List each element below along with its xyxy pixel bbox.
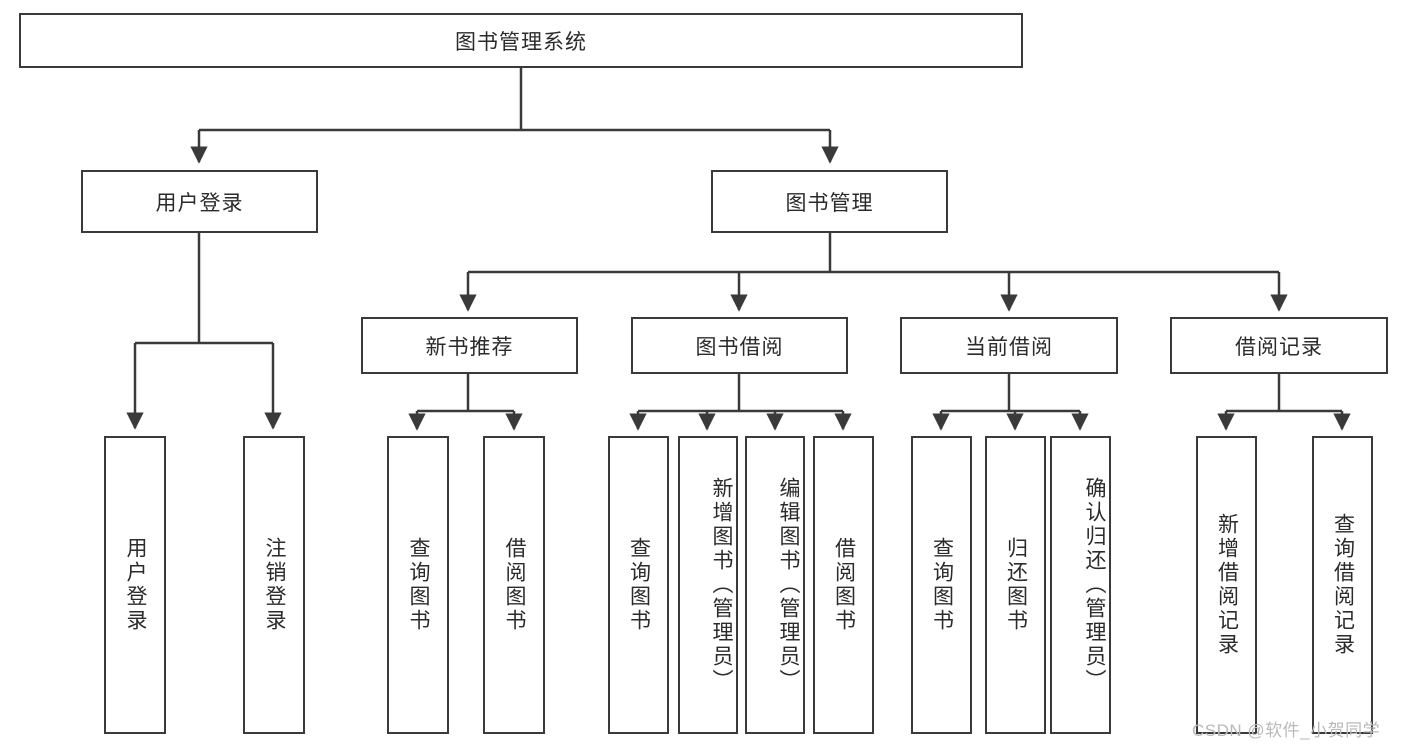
leaf-borrow-book-recommend[interactable]: 借阅图书	[483, 436, 545, 734]
leaf-query-book-recommend[interactable]: 查询图书	[387, 436, 449, 734]
leaf-edit-book-admin[interactable]: 编辑图书（管理员）	[745, 436, 805, 734]
node-current-borrow[interactable]: 当前借阅	[900, 317, 1118, 374]
node-root[interactable]: 图书管理系统	[19, 13, 1023, 68]
leaf-return-book[interactable]: 归还图书	[985, 436, 1046, 734]
leaf-query-book-current[interactable]: 查询图书	[911, 436, 972, 734]
leaf-user-logout[interactable]: 注销登录	[243, 436, 305, 734]
leaf-confirm-return-admin[interactable]: 确认归还（管理员）	[1050, 436, 1111, 734]
leaf-add-book-admin[interactable]: 新增图书（管理员）	[678, 436, 738, 734]
leaf-query-borrow-record[interactable]: 查询借阅记录	[1312, 436, 1373, 734]
leaf-user-login[interactable]: 用户登录	[104, 436, 166, 734]
node-user-login[interactable]: 用户登录	[81, 170, 318, 233]
node-new-book-recommend[interactable]: 新书推荐	[361, 317, 578, 374]
csdn-watermark: CSDN @软件_小贺同学	[1192, 721, 1381, 740]
leaf-add-borrow-record[interactable]: 新增借阅记录	[1196, 436, 1257, 734]
node-borrow-record[interactable]: 借阅记录	[1170, 317, 1388, 374]
leaf-query-book-borrow[interactable]: 查询图书	[608, 436, 669, 734]
node-book-borrow[interactable]: 图书借阅	[631, 317, 848, 374]
leaf-lend-book[interactable]: 借阅图书	[813, 436, 874, 734]
node-book-management[interactable]: 图书管理	[711, 170, 948, 233]
